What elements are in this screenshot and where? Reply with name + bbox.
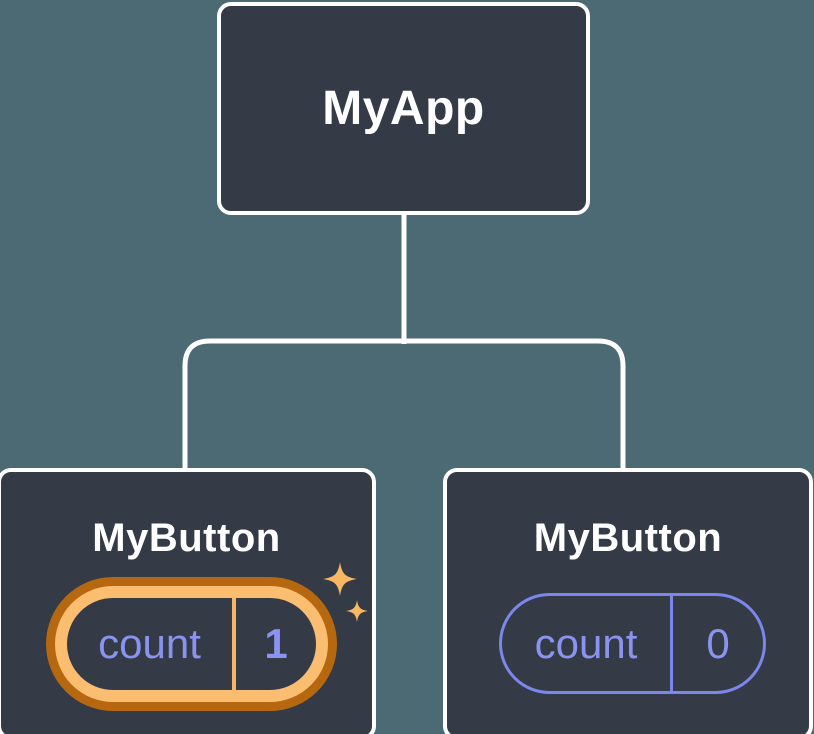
state-name: count <box>98 620 201 667</box>
sparkle-small-icon <box>346 600 368 622</box>
state-pill-plain: count 0 <box>499 593 766 694</box>
branch-connector-line <box>182 338 626 472</box>
state-pill-highlighted: count 1 <box>55 586 328 702</box>
state-value: 1 <box>264 620 288 667</box>
state-value: 0 <box>706 619 730 667</box>
node-mybutton-right: MyButton count 0 <box>443 468 813 734</box>
state-pill-divider <box>232 598 236 690</box>
node-mybutton-left: MyButton count 1 <box>0 468 376 734</box>
node-mybutton-right-label: MyButton <box>533 516 723 560</box>
sparkle-large-icon <box>323 562 357 596</box>
node-mybutton-left-label: MyButton <box>92 516 281 560</box>
state-name: count <box>534 619 638 667</box>
state-pill-divider <box>670 596 673 691</box>
node-myapp-label: MyApp <box>322 82 485 135</box>
node-myapp: MyApp <box>217 2 590 215</box>
sparkles-icon <box>323 562 368 622</box>
